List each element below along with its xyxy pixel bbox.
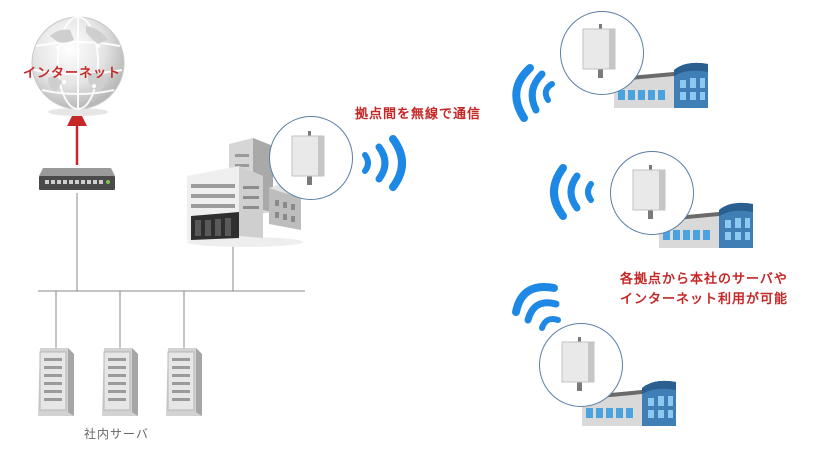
wireless-communication-label: 拠点間を無線で通信 <box>355 107 482 122</box>
server-icon-2 <box>102 348 138 416</box>
headquarters-building-icon <box>187 138 307 247</box>
network-switch-icon <box>39 168 115 190</box>
internal-servers-label: 社内サーバ <box>84 427 149 441</box>
branch-wireless-waves-icon-2 <box>550 164 594 220</box>
globe-icon <box>31 16 125 116</box>
branch-access-label-line1: 各拠点から本社のサーバや <box>620 272 788 287</box>
server-icon-3 <box>166 348 202 416</box>
branch-antenna-icon-3 <box>561 337 595 391</box>
branch-wireless-waves-icon-3 <box>512 283 561 331</box>
internet-label: インターネット <box>23 66 122 81</box>
main-antenna-icon <box>291 131 325 185</box>
branch-antenna-icon-2 <box>632 165 666 219</box>
branch-access-label-line2: インターネット利用が可能 <box>620 292 789 307</box>
branch-antenna-icon-1 <box>582 24 616 78</box>
main-wireless-waves-icon <box>362 135 406 191</box>
server-icon-1 <box>38 348 74 416</box>
branch-wireless-waves-icon-1 <box>512 64 555 122</box>
